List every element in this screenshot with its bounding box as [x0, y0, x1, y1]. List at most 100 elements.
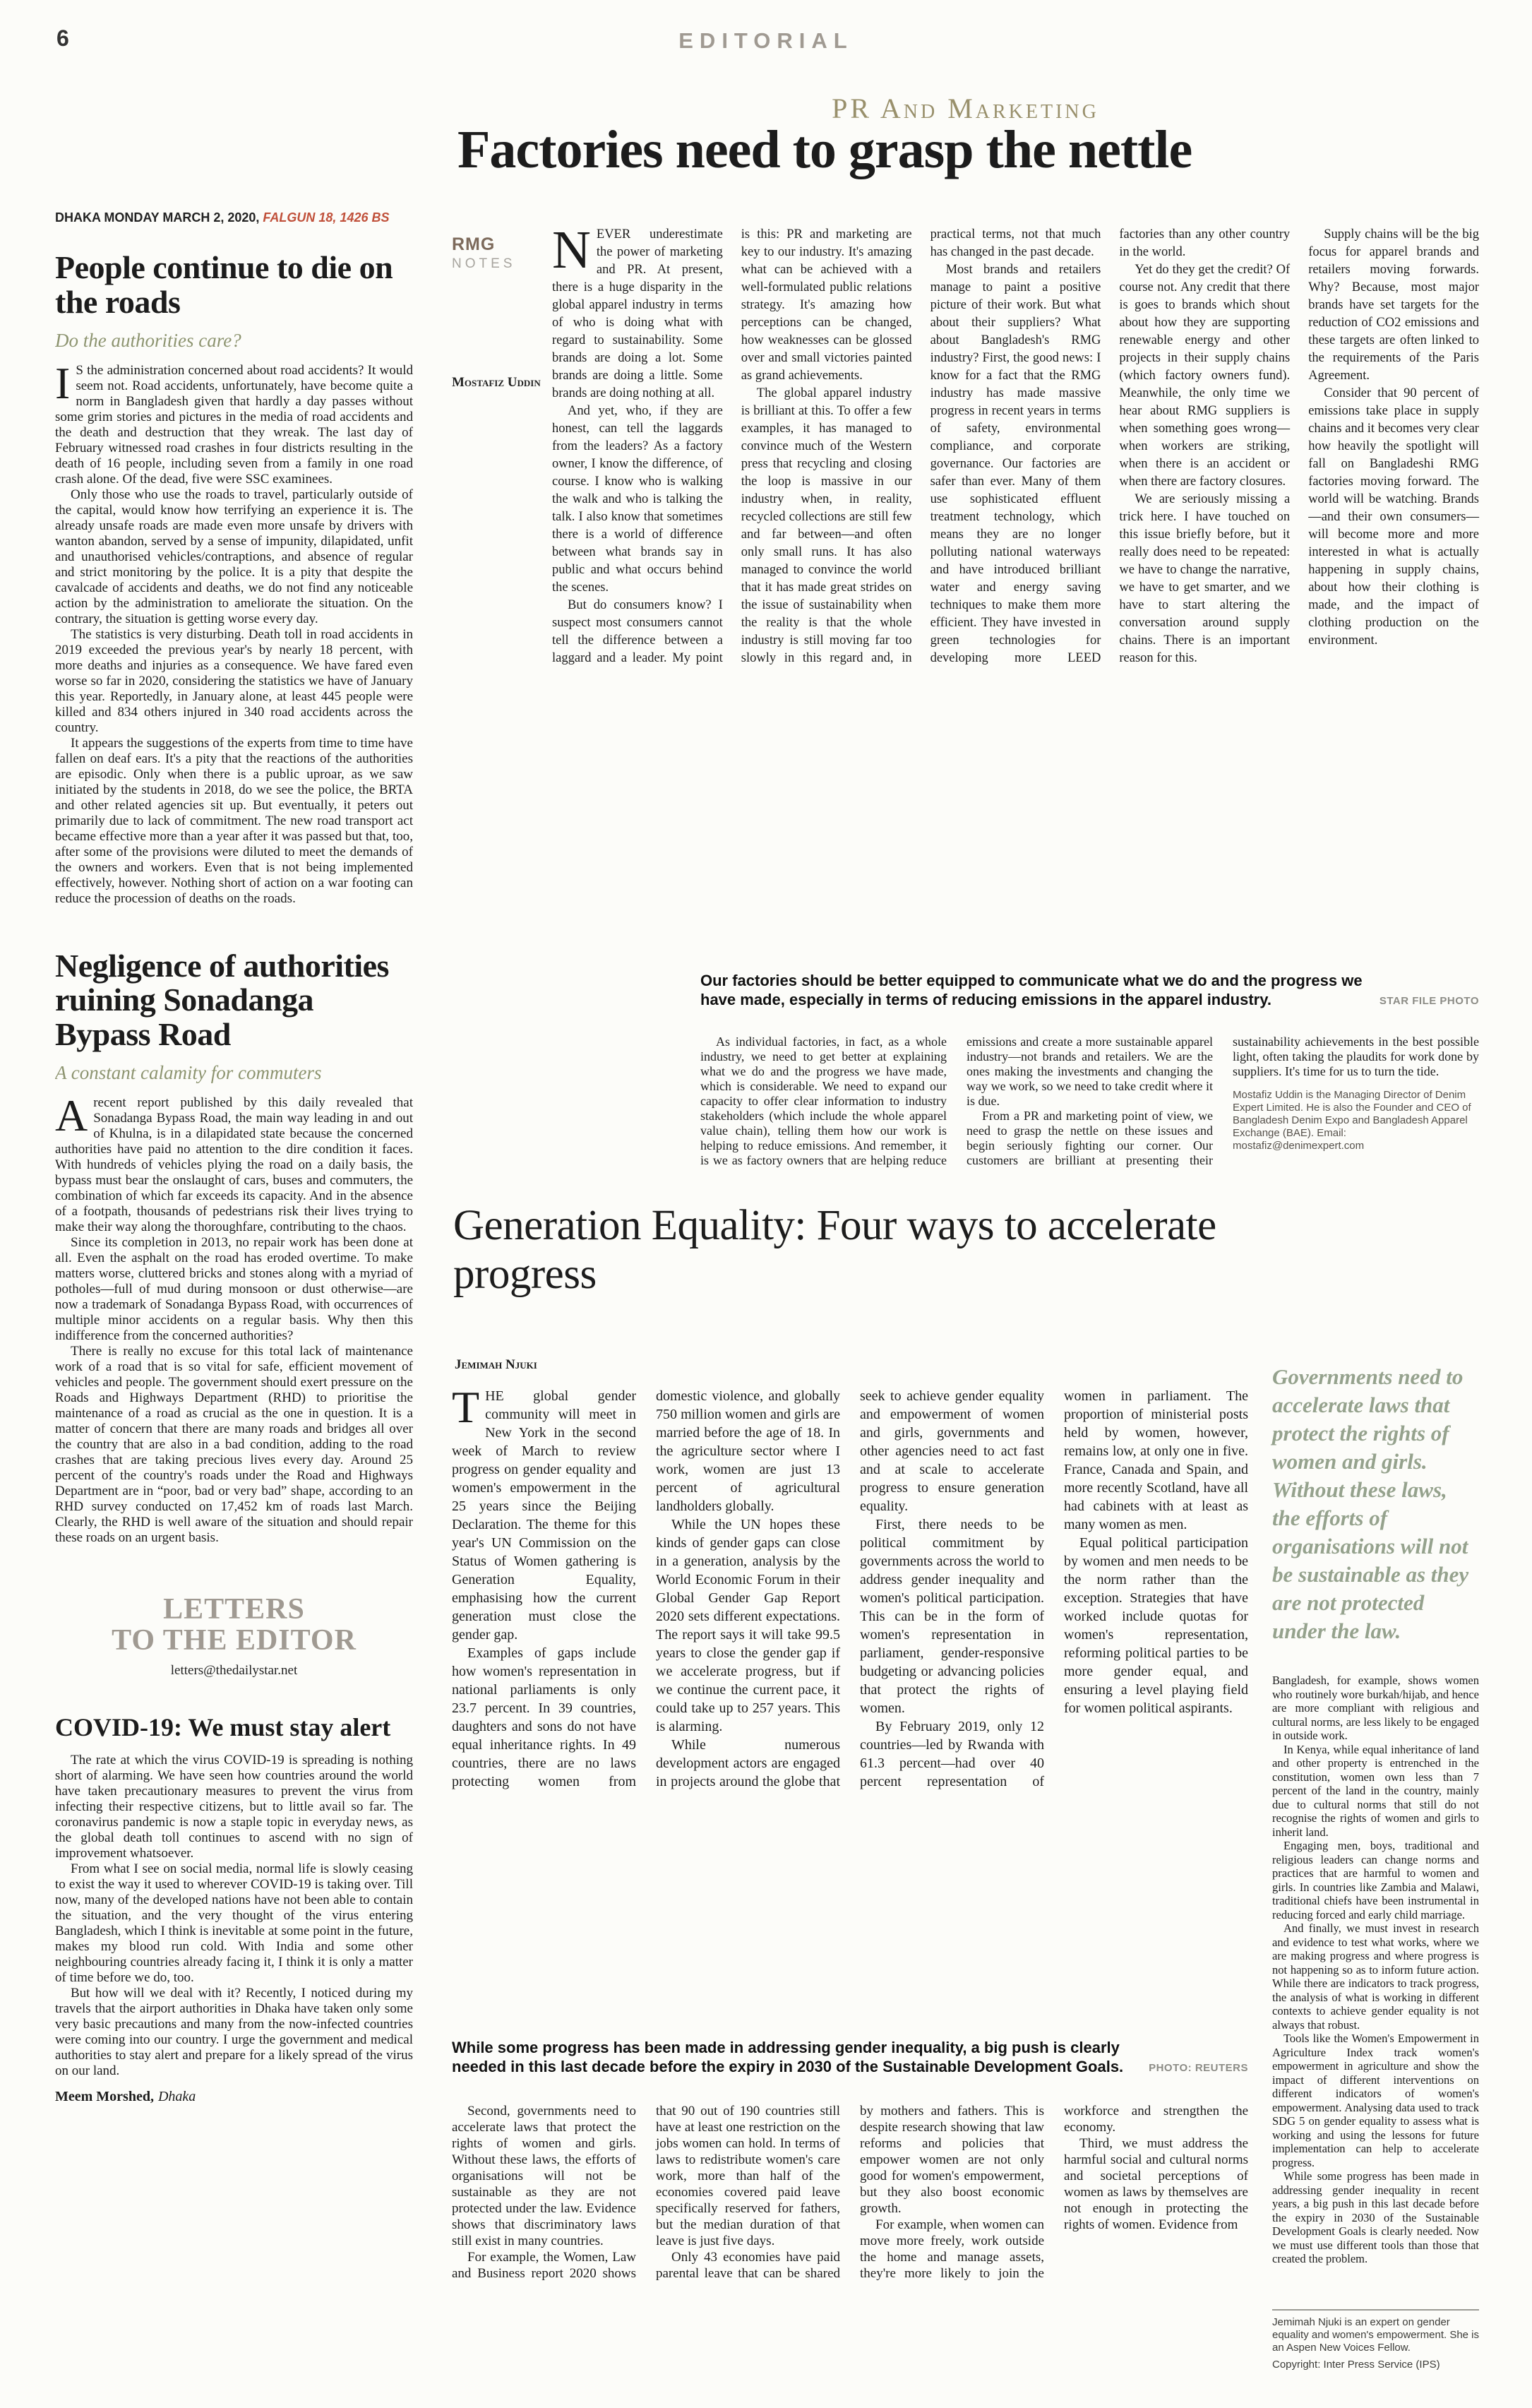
lead-text: recent report published by this daily re… — [55, 1095, 413, 1234]
paragraph: Only those who use the roads to travel, … — [55, 487, 413, 626]
factories-photo-caption-bar: Our factories should be better equipped … — [700, 971, 1479, 1009]
paragraph: The rate at which the virus COVID-19 is … — [55, 1752, 413, 1861]
paragraph: Most brands and retailers manage to pain… — [930, 227, 1291, 665]
paragraph: Bangladesh, for example, shows women who… — [1272, 1674, 1479, 1742]
section-kicker: PR And Marketing — [832, 93, 1099, 124]
column-tag-line2: NOTES — [452, 256, 516, 271]
article-title: Negligence of authorities ruining Sonada… — [55, 947, 389, 1052]
bio-text: Jemimah Njuki is an expert on gender equ… — [1272, 2316, 1480, 2354]
generation-photo-caption-bar: While some progress has been made in add… — [452, 2038, 1248, 2076]
paragraph: And finally, we must invest in research … — [1272, 1921, 1479, 2032]
paragraph: Yet do they get the credit? Of course no… — [1119, 263, 1291, 489]
dateline-bangla-date: FALGUN 18, 1426 BS — [259, 210, 390, 225]
drop-cap: T — [452, 1382, 480, 1432]
copyright-text: Copyright: Inter Press Service (IPS) — [1272, 2359, 1440, 2371]
letters-heading-line1: LETTERS — [163, 1592, 305, 1626]
drop-cap: I — [55, 357, 71, 408]
paragraph: For example, the Women, Law and Business… — [452, 2104, 840, 2281]
paragraph: But do consumers know? I suspect most co… — [552, 227, 912, 665]
dateline: DHAKA MONDAY MARCH 2, 2020, FALGUN 18, 1… — [55, 210, 413, 225]
author-byline: Jemimah Njuki — [455, 1357, 537, 1372]
paragraph: But how will we deal with it? Recently, … — [55, 1985, 413, 2078]
paragraph: While numerous development actors are en… — [656, 1388, 1044, 1789]
paragraph: While some progress has been made in add… — [1272, 2169, 1479, 2265]
letter-covid-alert: COVID-19: We must stay alert The rate at… — [55, 1714, 413, 2105]
paragraph: There is really no excuse for this total… — [55, 1343, 413, 1545]
signature-name: Meem Morshed, — [55, 2088, 154, 2104]
paragraph: By February 2019, only 12 countries—led … — [860, 1388, 1248, 1789]
paragraph: From a PR and marketing point of view, w… — [967, 1035, 1479, 1167]
letter-signature: Meem Morshed,Dhaka — [55, 2089, 413, 2105]
paragraph: As individual factories, in fact, as a w… — [700, 1035, 1213, 1167]
paragraph: Tools like the Women's Empowerment in Ag… — [1272, 2032, 1479, 2169]
paragraph-list: Since its completion in 2013, no repair … — [55, 1235, 413, 1546]
article-subtitle: Do the authorities care? — [55, 329, 241, 351]
left-column: DHAKA MONDAY MARCH 2, 2020, FALGUN 18, 1… — [55, 210, 413, 2392]
pull-quote: Governments need to accelerate laws that… — [1272, 1364, 1469, 1643]
paragraph: Engaging men, boys, traditional and reli… — [1272, 1839, 1479, 1921]
paragraph-list: Only those who use the roads to travel, … — [55, 487, 413, 907]
paragraph: While the UN hopes these kinds of gender… — [656, 1517, 840, 1734]
editorial-article-sonadanga: Negligence of authorities ruining Sonada… — [55, 947, 413, 1546]
paragraph: Since its completion in 2013, no repair … — [55, 1234, 413, 1343]
photo-credit: PHOTO: REUTERS — [1149, 2062, 1248, 2074]
signature-place: Dhaka — [157, 2088, 196, 2104]
editorial-article-road-deaths: People continue to die on the roads Do t… — [55, 249, 413, 907]
paragraph: Consider that 90 percent of emissions ta… — [1308, 386, 1479, 648]
paragraph: And yet, who, if they are honest, can te… — [552, 404, 723, 595]
author-bio-block: Jemimah Njuki is an expert on gender equ… — [1272, 2309, 1479, 2371]
factories-body-bottom: As individual factories, in fact, as a w… — [700, 1035, 1479, 1190]
rmg-notes-column-tag: RMG NOTES Mostafiz Uddin — [452, 226, 552, 667]
paragraph-list: Examples of gaps include how women's rep… — [452, 1387, 1248, 1791]
paragraph-list: And yet, who, if they are honest, can te… — [552, 226, 1479, 667]
paragraph: It appears the suggestions of the expert… — [55, 735, 413, 906]
letters-heading-line2: TO THE EDITOR — [112, 1623, 357, 1657]
paragraph: From what I see on social media, normal … — [55, 1861, 413, 1985]
paragraph: Only 43 economies have paid parental lea… — [656, 2104, 1044, 2281]
main-column: PR And Marketing Factories need to grasp… — [452, 92, 1479, 2404]
letters-email-link[interactable]: letters@thedailystar.net — [170, 1662, 298, 1678]
letter-body: The rate at which the virus COVID-19 is … — [55, 1753, 413, 2079]
photo-caption-text: Our factories should be better equipped … — [700, 972, 1363, 1008]
paragraph: Second, governments need to accelerate l… — [452, 2104, 636, 2248]
article-title: People continue to die on the roads — [55, 249, 393, 320]
photo-caption-text: While some progress has been made in add… — [452, 2039, 1124, 2075]
paragraph: Supply chains will be the big focus for … — [1308, 227, 1479, 383]
generation-body-bottom: Second, governments need to accelerate l… — [452, 2103, 1248, 2385]
paragraph: Examples of gaps include how women's rep… — [452, 1388, 840, 1789]
author-byline: Mostafiz Uddin — [452, 375, 541, 390]
letter-title: COVID-19: We must stay alert — [55, 1712, 391, 1741]
lead-text: HE global gender community will meet in … — [452, 1388, 636, 1643]
drop-cap: N — [552, 220, 591, 280]
paragraph: First, there needs to be political commi… — [860, 1517, 1044, 1716]
main-headline: Factories need to grasp the nettle — [457, 120, 1192, 179]
lead-text: S the administration concerned about roa… — [55, 362, 413, 487]
paragraph: Equal political participation by women a… — [1064, 1535, 1248, 1716]
page-number: 6 — [56, 25, 69, 51]
paragraph: The statistics is very disturbing. Death… — [55, 626, 413, 735]
paragraph: Third, we must address the harmful socia… — [1064, 2136, 1248, 2232]
generation-headline: Generation Equality: Four ways to accele… — [453, 1202, 1216, 1298]
paragraph: We are seriously missing a trick here. I… — [1119, 492, 1291, 665]
letters-to-editor-header: LETTERS TO THE EDITOR letters@thedailyst… — [55, 1594, 413, 1679]
paragraph-list: As individual factories, in fact, as a w… — [700, 1035, 1479, 1168]
dateline-date: DHAKA MONDAY MARCH 2, 2020, — [55, 210, 260, 225]
paragraph: The global apparel industry is brilliant… — [741, 227, 1101, 665]
article-subtitle: A constant calamity for commuters — [55, 1061, 322, 1083]
column-tag-line1: RMG — [452, 234, 496, 254]
author-bio: Mostafiz Uddin is the Managing Director … — [1233, 1089, 1471, 1152]
letters-heading: LETTERS TO THE EDITOR — [55, 1594, 413, 1656]
section-title: EDITORIAL — [678, 28, 854, 53]
drop-cap: A — [55, 1090, 88, 1140]
lead-text: EVER underestimate the power of marketin… — [552, 227, 723, 400]
